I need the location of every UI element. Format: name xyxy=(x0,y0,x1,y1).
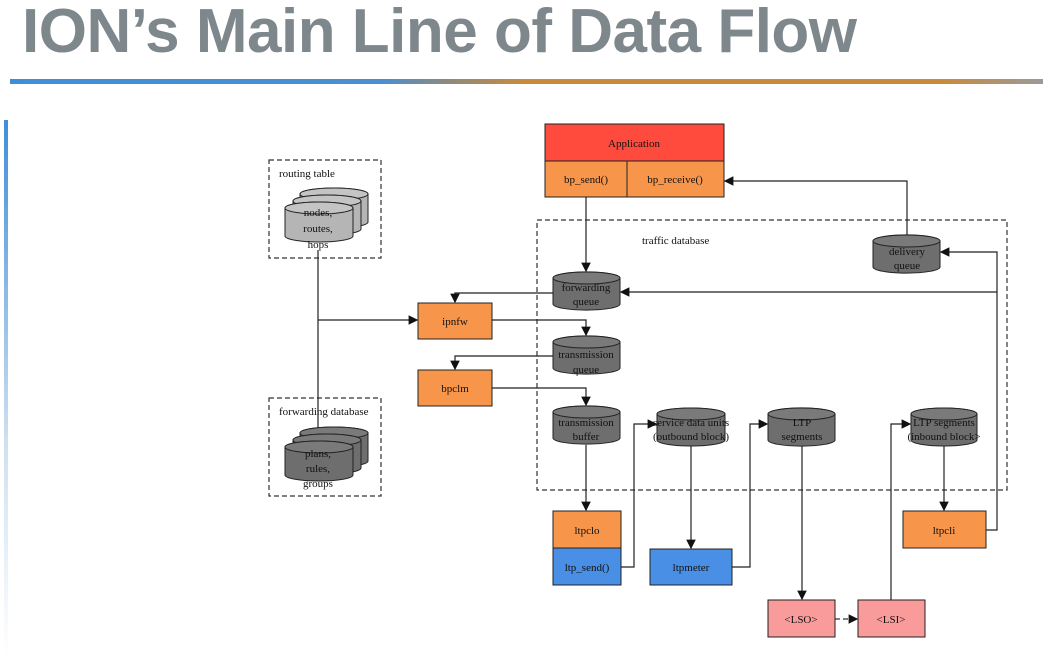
forwarding-database-label: forwarding database xyxy=(279,406,369,418)
store-label: (inbound block> xyxy=(907,431,980,443)
bpclm-label: bpclm xyxy=(441,383,469,395)
lsi-label: <LSI> xyxy=(877,614,906,626)
ltpclo-label: ltpclo xyxy=(574,525,600,537)
ltp-send-label: ltp_send() xyxy=(565,562,610,574)
traffic-database-label: traffic database xyxy=(642,235,709,247)
service-data-units-store: service data units (outbound block) xyxy=(653,407,729,447)
store-label: transmission xyxy=(558,417,614,429)
store-label: LTP segments xyxy=(913,417,975,429)
store-label: (outbound block) xyxy=(653,431,729,443)
store-label: LTP xyxy=(793,417,812,429)
forwarding-store-cylinders: plans, rules, groups xyxy=(284,426,369,490)
connectors xyxy=(317,176,998,624)
side-accent-bar xyxy=(4,120,8,658)
routing-table-group: routing table xyxy=(268,159,382,259)
lso-box: <LSO> xyxy=(767,599,836,638)
ltpcli-box: ltpcli xyxy=(902,510,987,549)
store-label: forwarding xyxy=(562,282,611,294)
lso-label: <LSO> xyxy=(784,614,817,626)
delivery-queue-store: delivery queue xyxy=(872,234,941,274)
ipnfw-box: ipnfw xyxy=(417,302,493,340)
title-underline xyxy=(10,79,1043,84)
lsi-box: <LSI> xyxy=(857,599,926,638)
store-label: buffer xyxy=(573,431,600,443)
traffic-database-group: traffic database xyxy=(536,219,1008,491)
store-label: queue xyxy=(573,364,599,376)
bp-send-label: bp_send() xyxy=(564,174,608,186)
ltp-segments-outbound-store: LTP segments xyxy=(767,407,836,447)
store-label: transmission xyxy=(558,349,614,361)
store-label: nodes, xyxy=(304,207,333,219)
ipnfw-label: ipnfw xyxy=(442,316,468,328)
slide-title: ION’s Main Line of Data Flow xyxy=(22,0,857,66)
transmission-queue-store: transmission queue xyxy=(552,335,621,376)
bp-receive-label: bp_receive() xyxy=(647,174,703,186)
ltp-send-box: ltp_send() xyxy=(552,547,622,586)
forwarding-queue-store: forwarding queue xyxy=(552,271,621,311)
application-box: Application xyxy=(544,123,725,162)
bpclm-box: bpclm xyxy=(417,369,493,407)
transmission-buffer-store: transmission buffer xyxy=(552,405,621,445)
ltpcli-label: ltpcli xyxy=(933,525,956,537)
ltpclo-box: ltpclo xyxy=(552,510,622,549)
bp-send-box: bp_send() xyxy=(544,160,628,198)
store-label: plans, xyxy=(305,448,331,460)
ltp-segments-inbound-store: LTP segments (inbound block> xyxy=(907,407,981,447)
forwarding-database-group: forwarding database xyxy=(268,397,382,497)
store-label: hops xyxy=(308,239,329,251)
store-label: queue xyxy=(894,260,920,272)
store-label: segments xyxy=(782,431,823,443)
store-label: rules, xyxy=(306,463,330,475)
application-label: Application xyxy=(608,138,660,150)
routing-table-label: routing table xyxy=(279,168,335,180)
routing-store-cylinders: nodes, routes, hops xyxy=(284,187,369,251)
store-label: queue xyxy=(573,296,599,308)
bp-receive-box: bp_receive() xyxy=(626,160,725,198)
store-label: delivery xyxy=(889,246,926,258)
store-label: routes, xyxy=(303,223,333,235)
ltpmeter-label: ltpmeter xyxy=(673,562,710,574)
store-label: service data units xyxy=(653,417,729,429)
store-label: groups xyxy=(303,478,333,490)
ltpmeter-box: ltpmeter xyxy=(649,548,733,586)
